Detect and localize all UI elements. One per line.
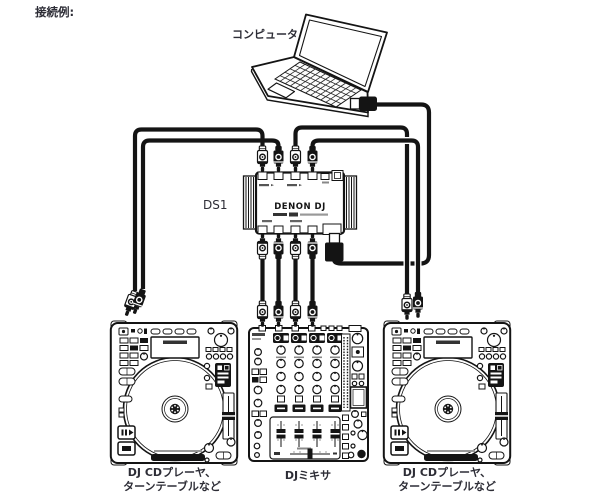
rca-cables-right xyxy=(289,124,424,321)
left-player-label-line1: DJ CDプレーヤ、 xyxy=(127,466,217,479)
usb-cable xyxy=(325,96,432,266)
left-player-label-line2: ターンテーブルなど xyxy=(123,479,221,493)
cd-player-right xyxy=(382,320,512,466)
rca-plug-black xyxy=(272,300,285,328)
rca-plug-white xyxy=(289,232,302,260)
ds1-label: DS1 xyxy=(203,198,228,212)
rca-plug-white xyxy=(401,293,413,321)
rca-plug-black xyxy=(272,232,285,260)
ds1-corner-port xyxy=(331,170,344,181)
mixer-display xyxy=(349,386,368,409)
rca-plug-black xyxy=(306,300,319,328)
mixer-fader-panel xyxy=(269,416,341,460)
ds1-switch xyxy=(320,173,330,180)
rca-plug-black xyxy=(306,145,319,173)
rca-plug-black xyxy=(306,232,319,260)
ds1-device: DENON DJ xyxy=(242,170,358,235)
laptop-trackpad xyxy=(267,82,296,99)
rca-plug-white xyxy=(256,232,269,260)
computer-label: コンピュータ xyxy=(232,28,298,41)
rca-plug-black xyxy=(272,145,285,173)
dj-mixer xyxy=(248,325,369,462)
ds1-fins-right xyxy=(343,175,358,230)
rca-plug-white xyxy=(289,145,302,173)
left-player-label: DJ CDプレーヤ、 ターンテーブルなど xyxy=(87,466,257,493)
ds1-logo: DENON DJ xyxy=(274,202,326,212)
mixer-label: DJミキサ xyxy=(284,469,332,482)
rca-cables-mixer xyxy=(256,232,319,328)
rca-plug-white xyxy=(256,300,269,328)
rca-plug-white xyxy=(256,145,269,173)
page-title: 接続例: xyxy=(35,5,75,19)
right-player-label-line1: DJ CDプレーヤ、 xyxy=(402,466,492,479)
ds1-fins-left xyxy=(242,175,257,230)
usb-plug-ds1 xyxy=(325,232,344,262)
rca-cables-left xyxy=(120,127,285,319)
right-player-label: DJ CDプレーヤ、 ターンテーブルなど xyxy=(362,466,532,493)
rca-plug-black xyxy=(412,291,424,319)
cd-player-left xyxy=(109,320,239,466)
laptop-illustration xyxy=(252,13,388,117)
usb-plug-laptop xyxy=(349,96,377,111)
laptop-keyboard xyxy=(275,62,361,107)
rca-plug-white xyxy=(289,300,302,328)
right-player-label-line2: ターンテーブルなど xyxy=(398,479,496,493)
